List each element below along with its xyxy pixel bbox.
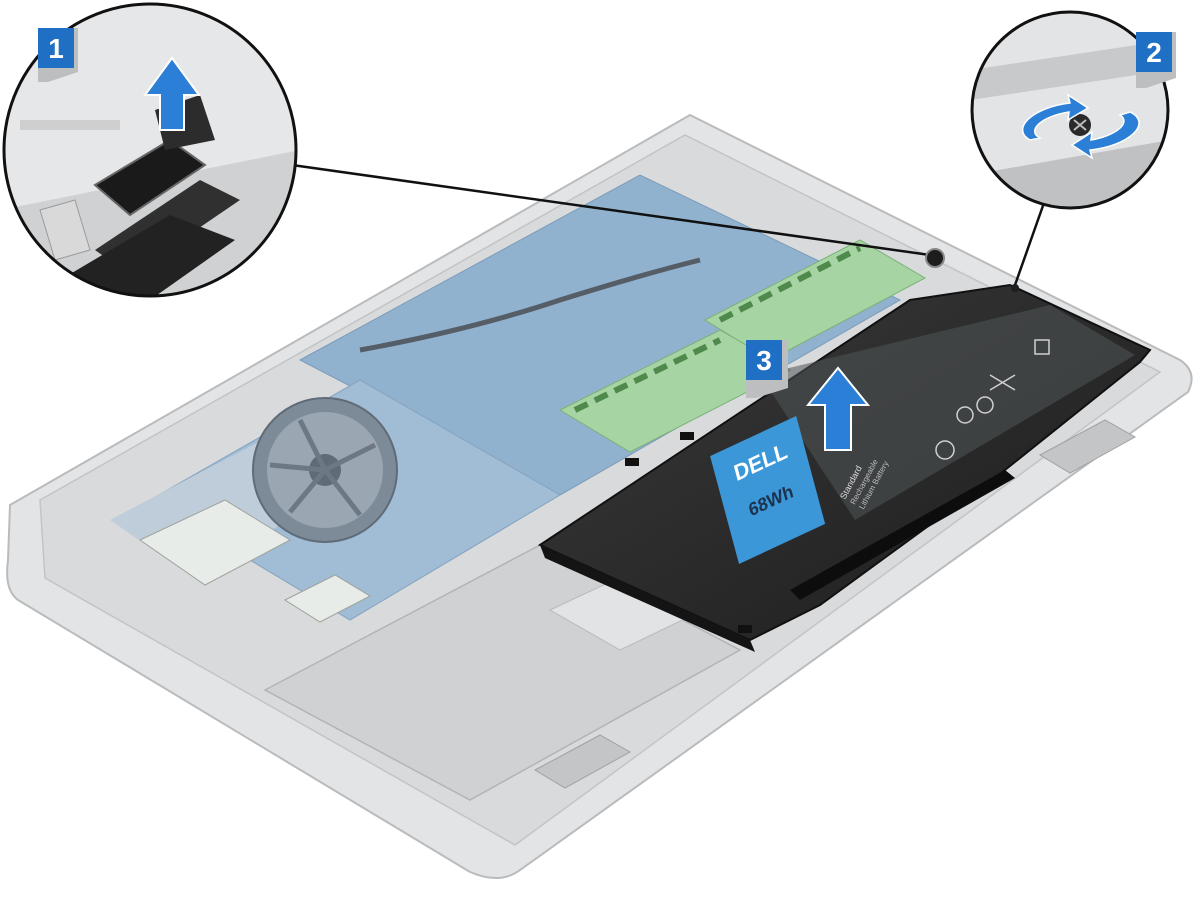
regulatory-symbols [935, 339, 1050, 460]
step-badge-1: 1 [38, 28, 78, 82]
callout-line-1 [291, 163, 931, 257]
callout-line-2 [1013, 199, 1047, 286]
step-number-3: 3 [756, 345, 772, 376]
battery-label [760, 305, 1135, 520]
battery-brand-label: DELL 68Wh [710, 415, 826, 565]
wlan-card [283, 574, 372, 623]
battery-connector [790, 470, 1015, 600]
up-arrow-icon [143, 56, 201, 131]
battery-tabs [625, 432, 752, 633]
step-badge-3: 3 [746, 340, 788, 398]
heat-pipe [359, 257, 701, 353]
speaker-left [533, 734, 632, 789]
rotate-screw-icon [1021, 93, 1140, 160]
step-number-1: 1 [48, 33, 64, 64]
screw-point [1011, 284, 1019, 292]
step-badge-2: 2 [1136, 32, 1176, 88]
wwan-card [139, 499, 292, 586]
cable-connector-point [925, 248, 945, 268]
step-number-2: 2 [1146, 37, 1162, 68]
up-arrow-icon [805, 366, 871, 451]
zoom-detail-screw [970, 10, 1170, 210]
cooling-fan [252, 397, 398, 543]
battery[interactable]: DELL 68Wh Standard Rechargeable Lithium … [537, 283, 1152, 652]
speaker-right [1038, 419, 1137, 474]
callout-lines [291, 163, 1047, 286]
